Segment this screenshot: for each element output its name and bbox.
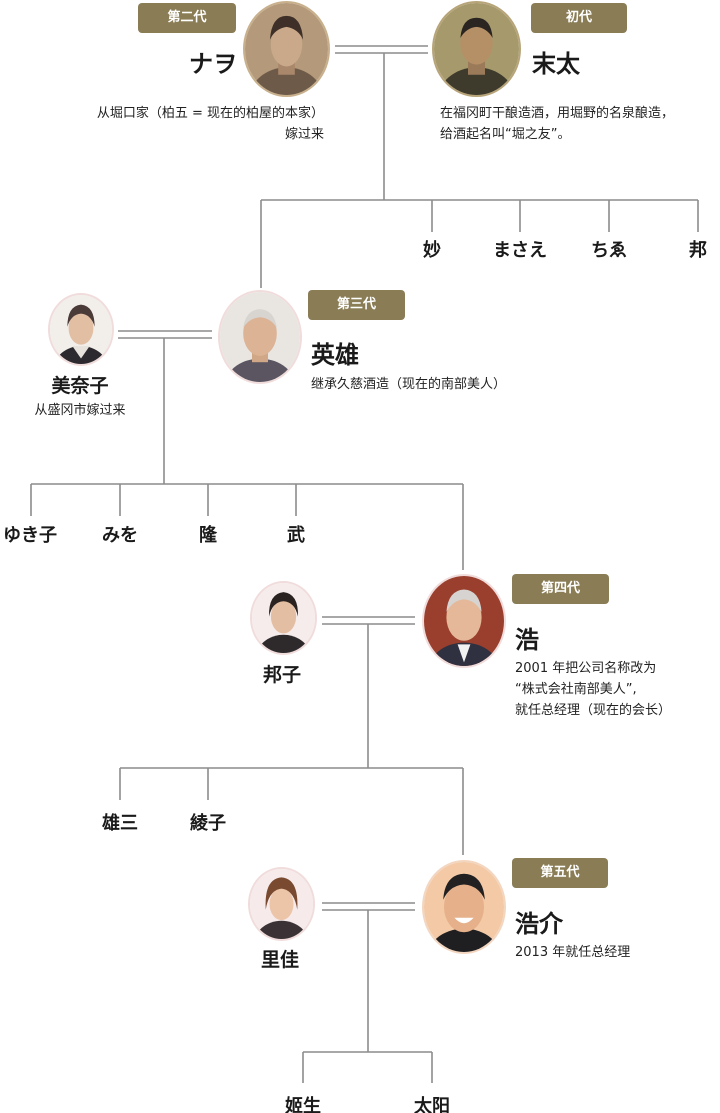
person-desc-minako: 从盛冈市嫁过来 xyxy=(34,403,126,418)
portrait-nao xyxy=(243,1,330,97)
person-desc-hiroshi: 2001 年把公司名称改为 “株式会社南部美人”, 就任总经理（现在的会长） xyxy=(515,658,671,721)
person-name-kosuke: 浩介 xyxy=(515,910,563,938)
child-name-yukiko: ゆき子 xyxy=(3,525,57,546)
person-name-minako: 美奈子 xyxy=(51,375,109,397)
desc-line: 就任总经理（现在的会长） xyxy=(515,703,672,718)
person-name-sueta: 末太 xyxy=(532,50,580,78)
desc-line: 在福冈町干酿造酒，用堀野的名泉酿造， xyxy=(440,106,675,121)
desc-line: 从堀口家（柏五 = 现在的柏屋的本家） xyxy=(96,106,324,121)
portrait-sueta xyxy=(432,1,521,97)
person-desc-nao: 从堀口家（柏五 = 现在的柏屋的本家） 嫁过来 xyxy=(40,103,324,145)
portrait-kosuke xyxy=(422,860,506,954)
child-name-yuzo: 雄三 xyxy=(102,813,138,834)
child-name-takeshi: 武 xyxy=(287,525,305,546)
portrait-hiroshi xyxy=(422,574,506,668)
child-name-ayako: 綾子 xyxy=(190,813,226,834)
child-name-masae: まさえ xyxy=(493,240,547,261)
portrait-kuniko xyxy=(250,581,317,655)
desc-line: 嫁过来 xyxy=(284,127,324,142)
generation-badge-second: 第二代 xyxy=(138,3,236,33)
person-desc-sueta: 在福冈町干酿造酒，用堀野的名泉酿造， 给酒起名叫“堀之友”。 xyxy=(440,103,674,145)
portrait-minako xyxy=(48,293,114,366)
child-name-tae: 妙 xyxy=(423,240,441,261)
desc-line: “株式会社南部美人”, xyxy=(515,682,637,697)
person-name-kuniko: 邦子 xyxy=(262,664,301,686)
person-name-rika: 里佳 xyxy=(260,949,299,971)
person-name-nao: ナヲ xyxy=(189,50,237,78)
generation-badge-third: 第三代 xyxy=(308,290,405,320)
child-name-mio: みを xyxy=(102,525,138,546)
generation-badge-first: 初代 xyxy=(531,3,627,33)
generation-badge-fourth: 第四代 xyxy=(512,574,609,604)
portrait-rika xyxy=(248,867,315,941)
desc-line: 2001 年把公司名称改为 xyxy=(515,661,657,676)
person-name-hiroshi: 浩 xyxy=(515,626,539,654)
person-desc-hideo: 继承久慈酒造（现在的南部美人） xyxy=(311,377,507,392)
child-name-kuni: 邦 xyxy=(689,240,707,261)
person-name-hideo: 英雄 xyxy=(311,341,359,369)
portrait-hideo xyxy=(218,290,302,384)
desc-line: 给酒起名叫“堀之友”。 xyxy=(440,127,571,142)
generation-badge-fifth: 第五代 xyxy=(512,858,608,888)
child-name-taiyo: 太阳 xyxy=(414,1096,450,1113)
child-name-takashi: 隆 xyxy=(199,525,217,546)
person-desc-kosuke: 2013 年就任总经理 xyxy=(515,945,631,960)
child-name-kio: 姬生 xyxy=(285,1096,321,1113)
child-name-chie: ちゑ xyxy=(591,240,627,261)
